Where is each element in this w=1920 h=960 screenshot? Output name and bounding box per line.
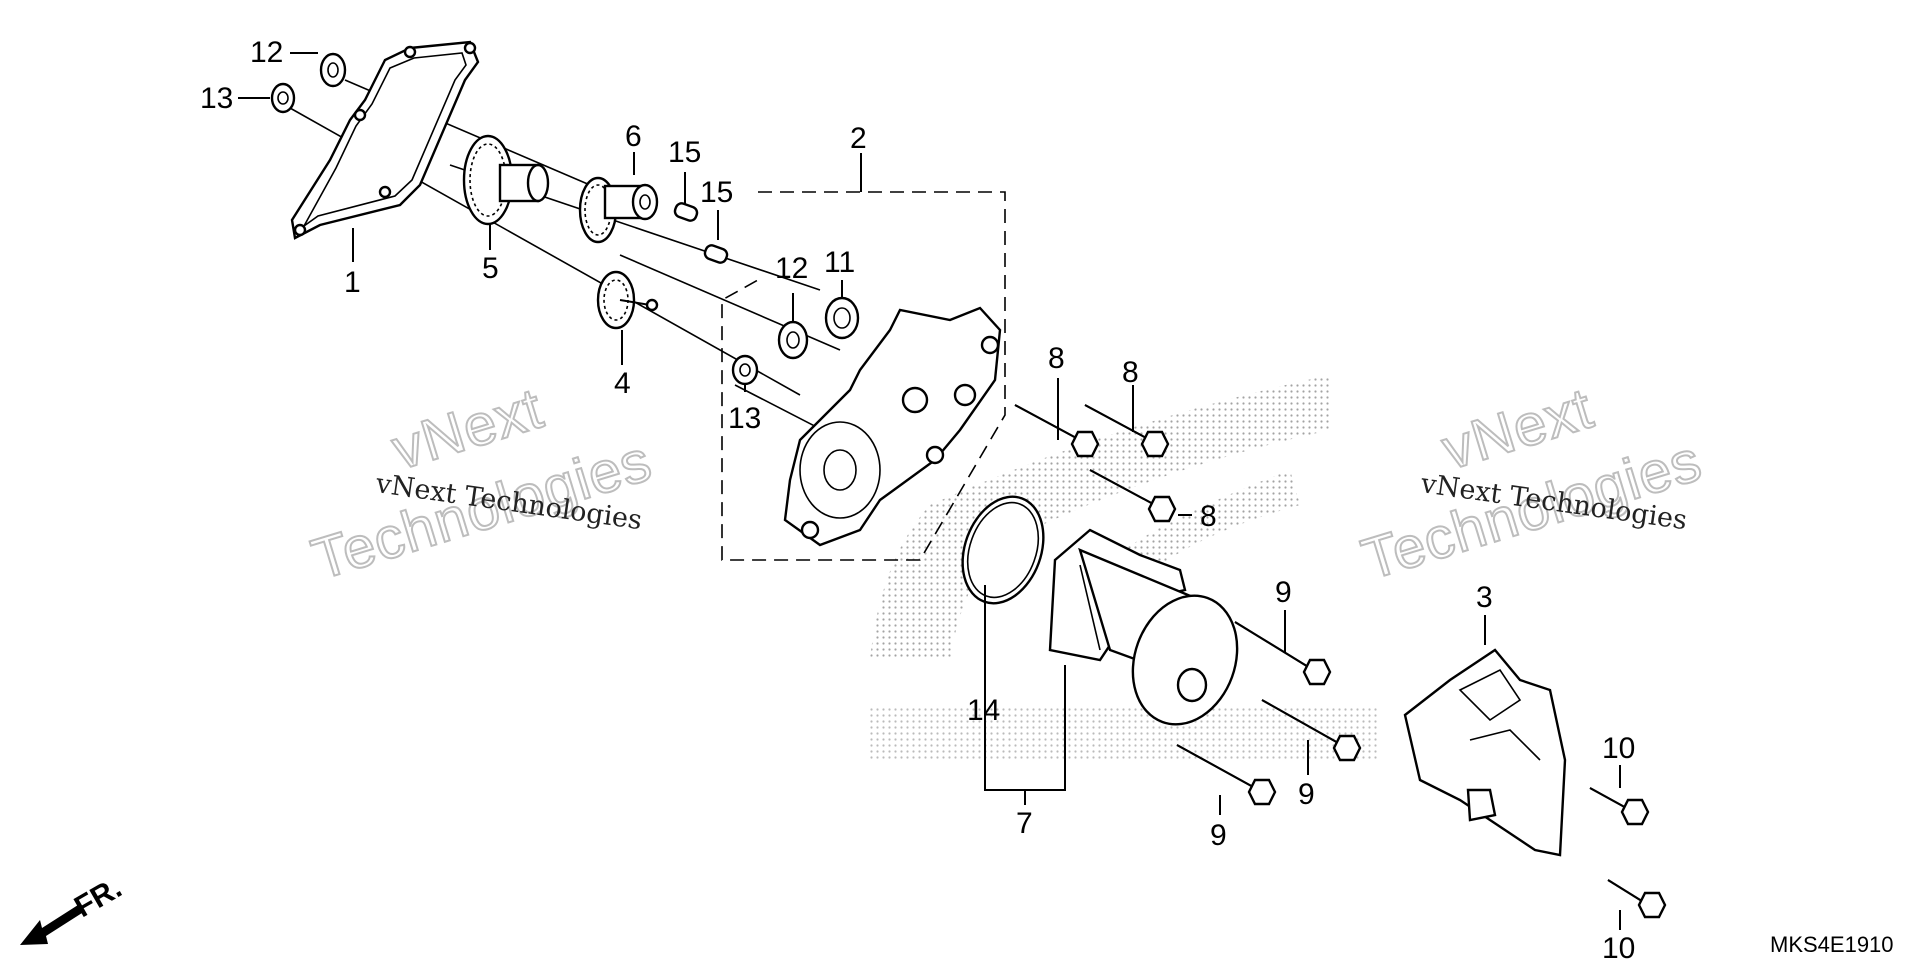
callout-labels: 12 13 1 5 6 4 15 15 2 12 11 13 8 8 8 9 9… [200,36,1635,960]
bolt-9-group [1176,621,1362,806]
watermark-right: vNext Technologies vNext Technologies [1354,374,1710,593]
callout-4: 4 [614,367,631,400]
oil-seal-part [731,296,860,386]
callout-11: 11 [824,246,855,279]
callout-6: 6 [625,120,642,153]
callout-8: 8 [1122,356,1139,389]
electric-motor-part [1048,528,1239,726]
callout-10: 10 [1602,932,1635,960]
dowel-pin-part [673,202,729,264]
bolt-10-group [1589,787,1667,919]
svg-text:FR.: FR. [69,871,127,924]
callout-9: 9 [1210,819,1227,852]
callout-5: 5 [482,252,499,285]
callout-14: 14 [967,694,1000,727]
front-direction-arrow: FR. [20,871,127,945]
drawing-code: MKS4E1910 [1770,932,1894,957]
callout-1: 1 [344,266,361,299]
callout-2: 2 [850,122,867,155]
callout-10: 10 [1602,732,1635,765]
callout-15: 15 [700,176,733,209]
gear-case-part [721,191,1006,561]
brand-logo-watermark [870,375,1380,760]
callout-12: 12 [775,252,808,285]
watermark-left: vNext Technologies vNext Technologies [304,374,660,593]
gasket-part [290,40,480,240]
callout-15: 15 [668,136,701,169]
callout-3: 3 [1476,581,1493,614]
washer-part [270,52,347,114]
callout-7: 7 [1016,807,1033,840]
idle-gear-part [596,270,659,330]
callout-12: 12 [250,36,283,69]
callout-8: 8 [1048,342,1065,375]
leader-lines [238,52,1621,930]
callout-9: 9 [1298,778,1315,811]
driven-gear-part [578,176,659,244]
o-ring-part [961,495,1045,605]
callout-8: 8 [1200,500,1217,533]
bolt-8-group [1014,404,1177,523]
motor-cover-part [1403,648,1567,857]
callout-9: 9 [1275,576,1292,609]
callout-13: 13 [200,82,233,115]
reduction-gear-part [462,134,550,226]
callout-13: 13 [728,402,761,435]
